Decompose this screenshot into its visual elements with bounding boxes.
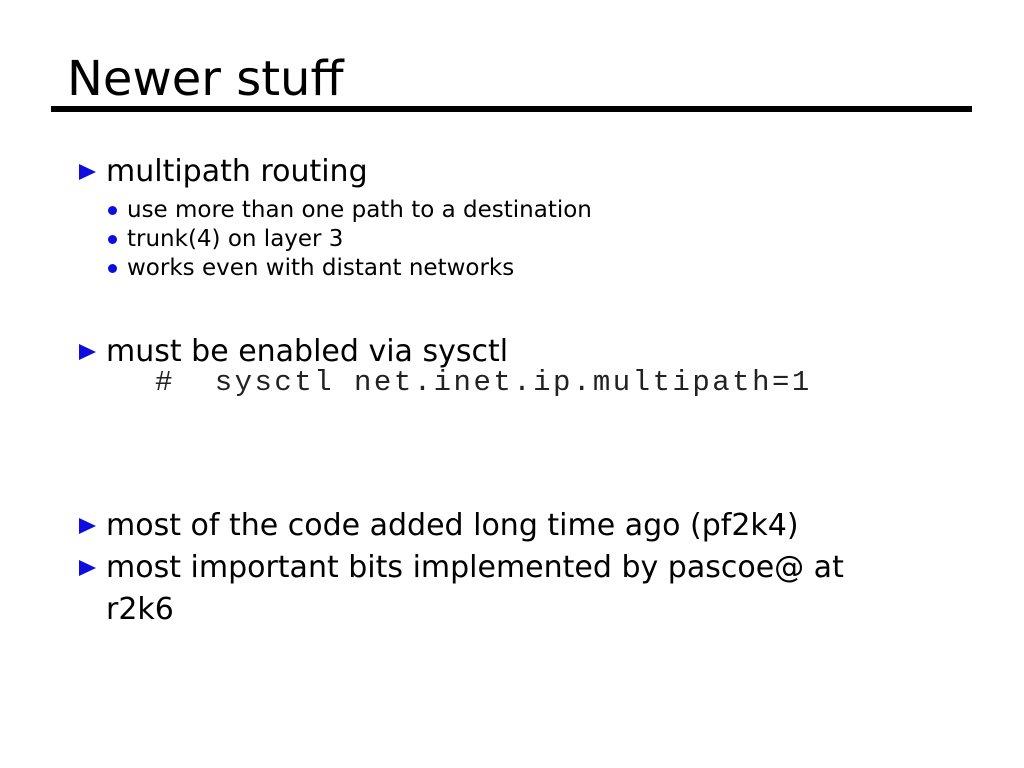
sub-bullet-item: works even with distant networks: [108, 254, 592, 283]
bullet-dot-icon: [108, 235, 117, 244]
bullet-dot-icon: [108, 264, 117, 273]
bullet-item-pascoe: most important bits implemented by pasco…: [79, 547, 844, 631]
sub-bullet-label: trunk(4) on layer 3: [127, 226, 344, 252]
bullet-triangle-icon: [79, 344, 96, 360]
bullet-label-line-1: most important bits implemented by pasco…: [106, 550, 844, 585]
code-snippet: # sysctl net.inet.ip.multipath=1: [155, 366, 812, 399]
bullet-item-sysctl: must be enabled via sysctl: [79, 331, 508, 373]
bullet-dot-icon: [108, 206, 117, 215]
title-underline-rule: [51, 106, 972, 112]
slide-title: Newer stuff: [67, 51, 344, 107]
bullet-triangle-icon: [79, 560, 96, 576]
sub-bullet-label: works even with distant networks: [127, 255, 515, 281]
sub-bullet-item: use more than one path to a destination: [108, 196, 592, 225]
bullet-triangle-icon: [79, 164, 96, 180]
bullet-label: multipath routing: [106, 154, 368, 189]
bullet-label: most important bits implemented by pasco…: [106, 547, 844, 631]
bullet-item-multipath-routing: multipath routing: [79, 151, 368, 193]
bullet-item-code-added: most of the code added long time ago (pf…: [79, 505, 799, 547]
bullet-label: most of the code added long time ago (pf…: [106, 508, 799, 543]
sub-bullet-label: use more than one path to a destination: [127, 197, 592, 223]
sub-bullet-item: trunk(4) on layer 3: [108, 225, 592, 254]
bullet-label-line-2: r2k6: [106, 592, 174, 627]
bullet-label: must be enabled via sysctl: [106, 334, 509, 369]
sub-bullet-list: use more than one path to a destination …: [108, 196, 592, 283]
bullet-triangle-icon: [79, 518, 96, 534]
